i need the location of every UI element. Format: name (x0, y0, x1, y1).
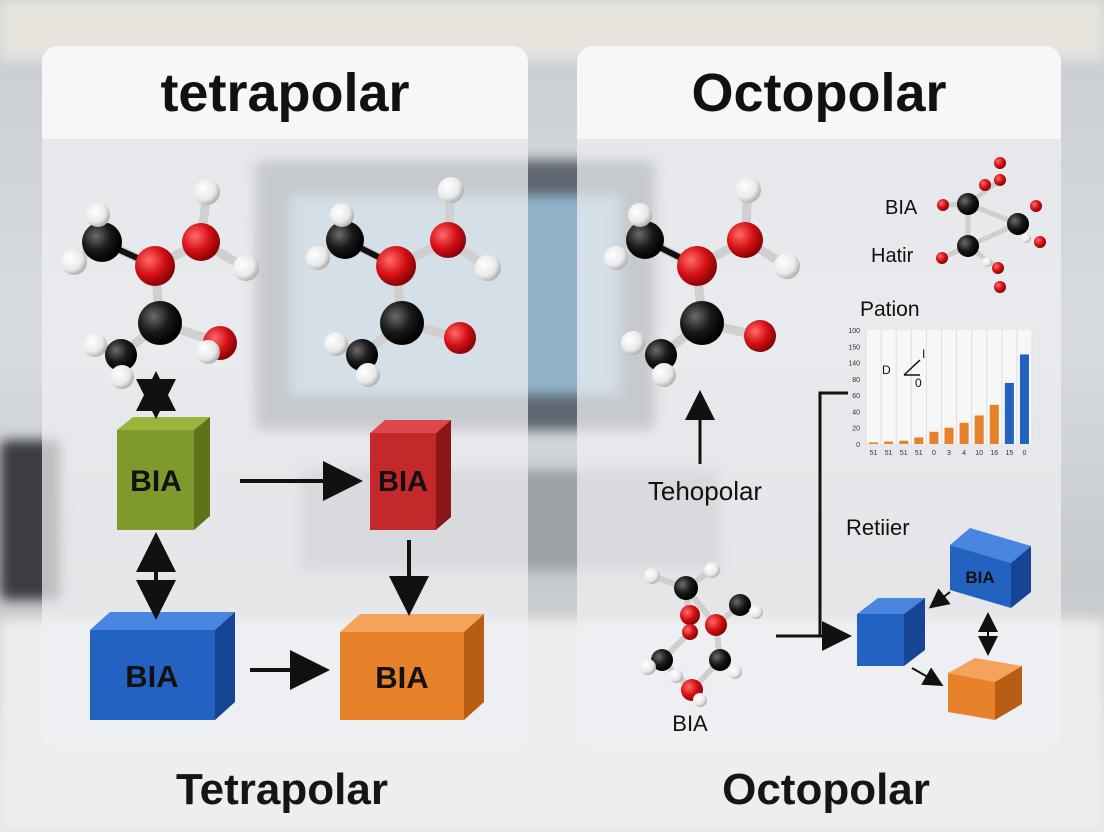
chart-bar (1005, 383, 1014, 444)
chart-y-tick-label: 150 (848, 344, 860, 351)
top-right-label-bia: BIA (885, 197, 918, 219)
chart-x-tick-label: 16 (990, 450, 998, 457)
chart-x-ticks: 51 51 51 51 0 3 4 10 16 15 0 (870, 450, 1027, 457)
molecule-right-small (640, 562, 763, 707)
molecule-top-right (936, 157, 1046, 293)
chart-inset-label-0: 0 (915, 376, 922, 390)
chart-inset-label-d: D (882, 363, 891, 377)
blue-box-right (857, 598, 925, 666)
bia-box-orange: BIA (340, 614, 484, 720)
chart-x-tick-label: 4 (962, 450, 966, 457)
chart-bar (960, 423, 969, 444)
chart-x-tick-label: 51 (915, 450, 923, 457)
chart-x-tick-label: 0 (932, 450, 936, 457)
chart-y-tick-label: 140 (848, 361, 860, 368)
chart-x-tick-label: 51 (870, 450, 878, 457)
bia-box-blue-right-label: BIA (965, 568, 994, 587)
chart-x-tick-label: 3 (947, 450, 951, 457)
chart-y-tick-label: 60 (852, 393, 860, 400)
orange-box-right (948, 658, 1022, 720)
bia-box-green-label: BIA (130, 465, 182, 498)
bia-box-green: BIA (117, 417, 210, 530)
chart-bar (975, 416, 984, 445)
chart-bar (869, 442, 878, 444)
chart-inset-label-i: I (922, 347, 925, 361)
caption-octopolar: Octopolar (676, 765, 976, 815)
bia-box-blue: BIA (90, 612, 235, 720)
bia-box-blue-label: BIA (125, 659, 178, 694)
molecule-left-1 (61, 179, 259, 389)
bia-box-orange-label: BIA (375, 660, 428, 695)
chart-x-tick-label: 15 (1005, 450, 1013, 457)
chart-y-tick-label: 20 (852, 426, 860, 433)
chart-bar (899, 441, 908, 444)
chart-bar (990, 405, 999, 444)
chart-x-tick-label: 0 (1023, 450, 1027, 457)
chart-bar (914, 437, 923, 444)
chart-y-tick-label: 80 (852, 377, 860, 384)
connector-chart-to-cluster (820, 393, 848, 636)
chart-bar (944, 428, 953, 444)
bia-box-red: BIA (370, 420, 451, 530)
chart-x-tick-label: 51 (885, 450, 893, 457)
arrow-blue-to-orange-right (912, 668, 940, 684)
chart-y-tick-label: 0 (856, 442, 860, 449)
caption-tetrapolar: Tetrapolar (142, 765, 422, 815)
cluster-label: Retiier (846, 515, 910, 540)
bia-box-red-label: BIA (378, 466, 428, 498)
top-right-label-hatir: Hatir (871, 245, 914, 267)
chart-y-ticks: 100 150 140 80 60 40 20 0 (848, 328, 860, 449)
chart-title: Pation (860, 298, 920, 321)
chart-x-tick-label: 10 (975, 450, 983, 457)
tehopolar-label: Tehopolar (648, 476, 763, 506)
molecule-left-2 (306, 177, 501, 387)
chart-y-tick-label: 40 (852, 409, 860, 416)
chart-bar (1020, 354, 1029, 444)
arrow-bia-to-blue (932, 592, 950, 606)
small-molecule-label: BIA (672, 711, 708, 736)
chart-bar (929, 432, 938, 444)
chart-bar (884, 442, 893, 444)
chart-x-tick-label: 51 (900, 450, 908, 457)
molecule-right-main (604, 177, 800, 387)
bia-box-blue-right-top: BIA (950, 528, 1031, 608)
chart-y-tick-label: 100 (848, 328, 860, 335)
